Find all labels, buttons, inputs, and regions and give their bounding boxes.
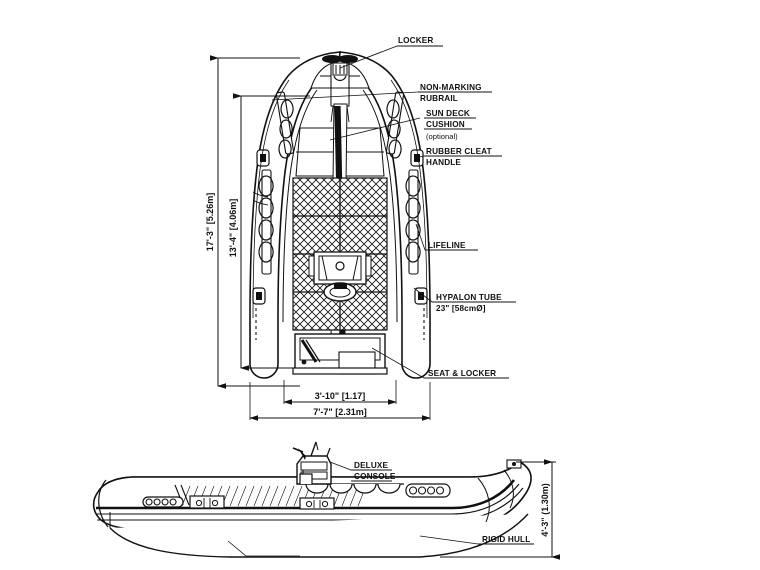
leader-rigid-hull-secondary bbox=[227, 540, 300, 557]
stern-handle-profile bbox=[405, 483, 451, 498]
rubber-cleat-handle-stbd-aft bbox=[414, 287, 428, 305]
leader-rubber-cleat-handle bbox=[414, 155, 425, 159]
leader-seat-locker bbox=[371, 347, 425, 379]
leader-hypalon-tube bbox=[413, 287, 433, 303]
label-locker: LOCKER bbox=[398, 36, 433, 45]
dim-overall-height-text: 4'-3" (1.30m) bbox=[540, 483, 550, 536]
callout-group-plan: LOCKER NON-MARKING RUBRAIL SUN DECK CUSH… bbox=[271, 36, 516, 379]
bow-strakes bbox=[252, 191, 269, 206]
leader-non-marking-rubrail bbox=[271, 91, 419, 101]
label-hypalon-tube-line2: 23" [58cmØ] bbox=[436, 304, 486, 313]
leader-rigid-hull bbox=[419, 535, 479, 545]
label-rigid-hull: RIGID HULL bbox=[482, 535, 530, 544]
rubrail-line-starboard bbox=[390, 79, 428, 319]
deluxe-console-plan bbox=[308, 251, 372, 302]
dim-overall-height: 4'-3" (1.30m) bbox=[440, 459, 560, 560]
label-rubber-cleat-line1: RUBBER CLEAT bbox=[426, 147, 492, 156]
label-sun-deck-optional: (optional) bbox=[426, 132, 458, 141]
callout-group-profile: DELUXE CONSOLE RIGID HULL bbox=[227, 461, 534, 557]
bow-locker-assembly bbox=[310, 55, 370, 123]
dim-overall-length-text: 17'-3" [5.26m] bbox=[205, 193, 215, 251]
dim-overall-beam-text: 7'-7" [2.31m] bbox=[313, 407, 366, 417]
dim-inside-beam: 3'-10" [1.17] bbox=[283, 380, 397, 405]
tube-outline-starboard bbox=[338, 51, 431, 379]
console-gauge bbox=[335, 261, 345, 271]
dim-overall-length: 17'-3" [5.26m] bbox=[205, 55, 300, 389]
tube-inner-edge-port bbox=[282, 89, 318, 323]
bow-fitting-profile bbox=[189, 495, 225, 509]
deluxe-console-profile bbox=[292, 441, 332, 485]
rubrail-line-port bbox=[252, 79, 290, 319]
tube-inner-edge-starboard bbox=[362, 89, 398, 323]
lifeline-starboard bbox=[405, 169, 421, 275]
label-deluxe-console-line2: CONSOLE bbox=[354, 472, 396, 481]
label-lifeline: LIFELINE bbox=[428, 241, 466, 250]
rubber-cleat-handle-port-aft bbox=[252, 287, 266, 305]
label-rubber-cleat-line2: HANDLE bbox=[426, 158, 461, 167]
leader-sun-deck-cushion bbox=[329, 117, 421, 141]
rubrail-stripe-1 bbox=[96, 479, 516, 510]
rubrail-stripe-2 bbox=[96, 483, 520, 515]
lifeline-bow-port bbox=[275, 91, 295, 159]
seat-and-locker-plan bbox=[292, 333, 388, 375]
rubber-cleat-handle-port-fwd bbox=[256, 149, 270, 167]
label-non-marking-rubrail-line1: NON-MARKING bbox=[420, 83, 482, 92]
plan-view: 17'-3" [5.26m] 13'-4" [4.06m] 3'-10" [1.… bbox=[205, 51, 431, 421]
dim-overall-beam: 7'-7" [2.31m] bbox=[249, 382, 431, 421]
label-sun-deck-line2: CUSHION bbox=[426, 120, 465, 129]
label-sun-deck-line1: SUN DECK bbox=[426, 109, 470, 118]
label-hypalon-tube-line1: HYPALON TUBE bbox=[436, 293, 502, 302]
stern-fitting-profile bbox=[506, 459, 522, 469]
rigid-hull-profile bbox=[109, 513, 529, 558]
dim-inside-length: 13'-4" [4.06m] bbox=[228, 93, 310, 371]
dim-inside-beam-text: 3'-10" [1.17] bbox=[315, 391, 365, 401]
tube-outline-port bbox=[249, 51, 342, 379]
mid-handle-profile bbox=[299, 497, 335, 510]
antenna-mast bbox=[310, 441, 317, 457]
bow-handle-profile bbox=[142, 496, 184, 508]
label-non-marking-rubrail-line2: RUBRAIL bbox=[420, 94, 458, 103]
label-deluxe-console-line1: DELUXE bbox=[354, 461, 388, 470]
leader-locker bbox=[339, 45, 398, 69]
dim-inside-length-text: 13'-4" [4.06m] bbox=[228, 199, 238, 257]
tube-profile-body bbox=[92, 461, 532, 530]
label-seat-locker: SEAT & LOCKER bbox=[428, 369, 496, 378]
leader-lifeline bbox=[415, 223, 426, 251]
leader-deluxe-console bbox=[329, 461, 352, 471]
profile-view: 4'-3" (1.30m) bbox=[92, 441, 560, 560]
